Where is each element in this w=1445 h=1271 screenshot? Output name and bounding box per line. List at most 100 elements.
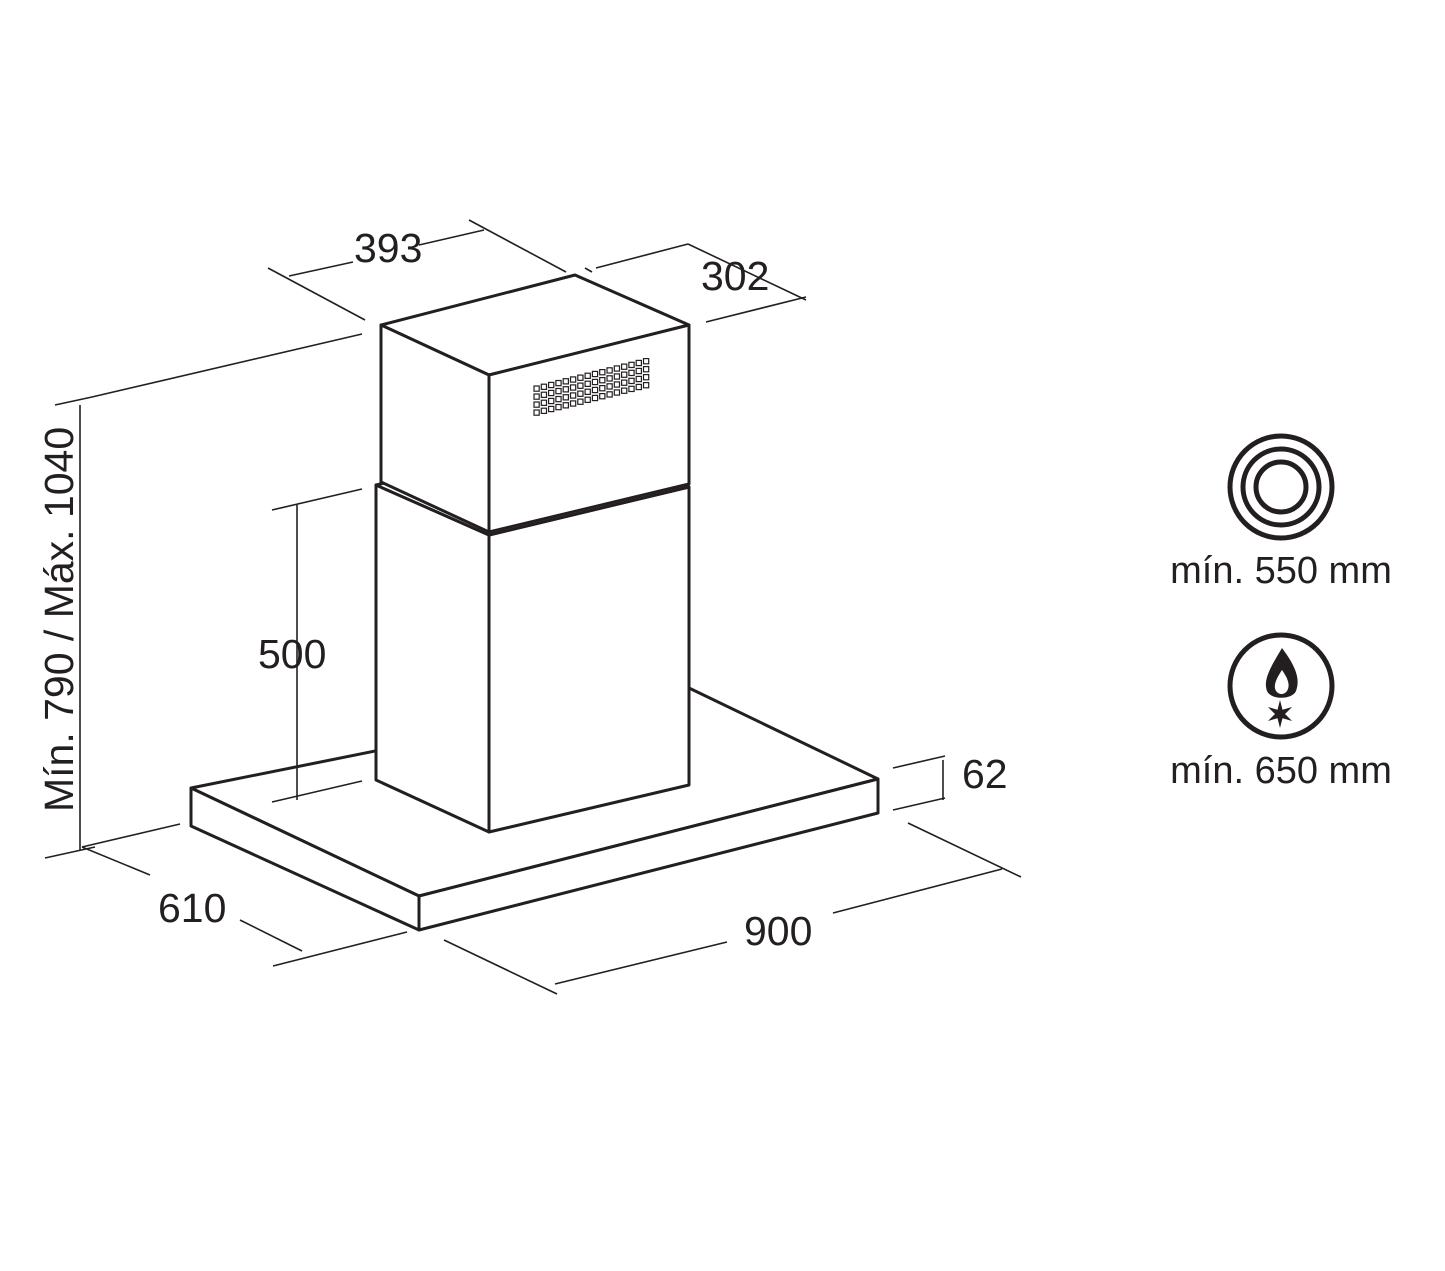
- vent-hole: [555, 379, 562, 387]
- gas-hob-clearance-label: mín. 650 mm: [1170, 750, 1392, 792]
- vent-grille: [533, 358, 650, 416]
- electric-hob-clearance-label: mín. 550 mm: [1170, 550, 1392, 592]
- vent-hole: [577, 398, 584, 405]
- vent-hole: [635, 383, 643, 391]
- vent-hole: [635, 375, 643, 383]
- dim-900-left-segment: [554, 941, 728, 985]
- electric-hob-icon: [1227, 433, 1335, 541]
- vent-hole: [628, 377, 635, 385]
- dim-393-left-extension: [267, 267, 366, 321]
- vent-hole: [555, 387, 562, 395]
- vent-hole: [620, 363, 628, 370]
- dim-610-upper-segment: [81, 846, 151, 876]
- dim-302-right-extension: [687, 243, 807, 301]
- dim-302-left-extension: [584, 267, 593, 273]
- dim-393-left-segment: [288, 261, 354, 277]
- vent-hole: [584, 372, 591, 380]
- vent-hole: [628, 369, 635, 377]
- dim-hood-depth-label: 610: [158, 885, 226, 931]
- dim-500-bottom-tick: [271, 780, 363, 803]
- dim-393-right-extension: [468, 219, 567, 273]
- vent-hole: [635, 367, 643, 375]
- vent-hole: [584, 388, 591, 396]
- dim-900-right-segment: [832, 868, 1003, 914]
- clearance-notes: mín. 550 mm mín. 650 mm: [1170, 433, 1392, 792]
- vent-hole: [547, 389, 555, 397]
- vent-hole: [584, 380, 591, 388]
- upper-chimney: [379, 273, 691, 534]
- vent-hole: [569, 384, 577, 391]
- dim-chimney-width-label: 393: [354, 225, 422, 271]
- dim-height-top-tick: [54, 396, 93, 406]
- vent-hole: [569, 376, 577, 383]
- vent-hole: [613, 365, 621, 372]
- dim-393-right-segment: [418, 229, 485, 246]
- gas-hob-icon: [1227, 632, 1335, 740]
- vent-hole: [628, 361, 635, 369]
- vent-hole: [599, 393, 606, 400]
- vent-hole: [606, 383, 613, 390]
- lower-chimney-front-face: [374, 483, 491, 834]
- vent-hole: [547, 405, 555, 413]
- vent-hole: [533, 409, 540, 416]
- dim-hood-width-label: 900: [744, 908, 812, 954]
- vent-hole: [555, 395, 562, 403]
- dim-900-right-extension: [907, 822, 1022, 878]
- dim-610-bottom-extension: [272, 931, 408, 967]
- vent-hole: [540, 407, 548, 415]
- dim-500-top-tick: [271, 488, 363, 511]
- dim-610-left-extension: [81, 823, 181, 848]
- vent-hole: [533, 401, 540, 408]
- vent-hole: [562, 394, 570, 401]
- vent-hole: [606, 367, 613, 374]
- vent-hole: [577, 390, 584, 397]
- vent-hole: [540, 399, 548, 407]
- lower-chimney-right-face: [487, 485, 691, 834]
- vent-hole: [642, 366, 650, 373]
- vent-hole: [533, 393, 540, 400]
- canopy-right-face: [417, 777, 880, 932]
- vent-hole: [642, 374, 650, 381]
- vent-hole: [591, 370, 599, 378]
- vent-hole: [591, 386, 599, 394]
- dim-lower-chimney-label: 500: [258, 631, 326, 677]
- vent-hole: [562, 378, 570, 385]
- vent-hole: [540, 391, 548, 399]
- vent-hole: [562, 386, 570, 393]
- vent-hole: [599, 385, 606, 392]
- vent-hole: [599, 369, 606, 376]
- vent-hole: [547, 381, 555, 389]
- vent-hole: [540, 383, 548, 391]
- vent-hole: [628, 385, 635, 393]
- vent-hole: [577, 382, 584, 389]
- hood-drawing: [189, 273, 880, 932]
- dim-302-left-segment: [595, 243, 689, 269]
- vent-hole: [642, 358, 650, 365]
- vent-hole: [533, 385, 540, 392]
- spark-star-icon: [1267, 700, 1293, 728]
- dimension-lines: [44, 219, 1022, 995]
- vent-hole: [613, 373, 621, 380]
- vent-hole: [620, 387, 628, 394]
- vent-hole: [591, 378, 599, 386]
- vent-hole: [555, 403, 562, 411]
- vent-hole: [642, 382, 650, 389]
- dim-canopy-thickness-label: 62: [962, 751, 1008, 797]
- vent-hole: [613, 389, 621, 396]
- dim-62-bottom-tick: [892, 797, 946, 811]
- vent-hole: [562, 402, 570, 409]
- dim-height-top-extension: [91, 333, 363, 398]
- dim-height-range-label: Mín. 790 / Máx. 1040: [36, 427, 82, 812]
- vent-hole: [547, 397, 555, 405]
- dim-302-right-segment: [705, 296, 807, 323]
- vent-hole: [577, 374, 584, 381]
- vent-hole: [599, 377, 606, 384]
- vent-hole: [606, 391, 613, 398]
- vent-hole: [635, 359, 643, 367]
- vent-hole: [584, 396, 591, 404]
- vent-hole: [620, 371, 628, 378]
- vent-hole: [569, 400, 577, 407]
- dim-900-left-extension: [443, 939, 558, 995]
- dimension-labels: 393 302 Mín. 790 / Máx. 1040 500 62 610 …: [36, 225, 1008, 954]
